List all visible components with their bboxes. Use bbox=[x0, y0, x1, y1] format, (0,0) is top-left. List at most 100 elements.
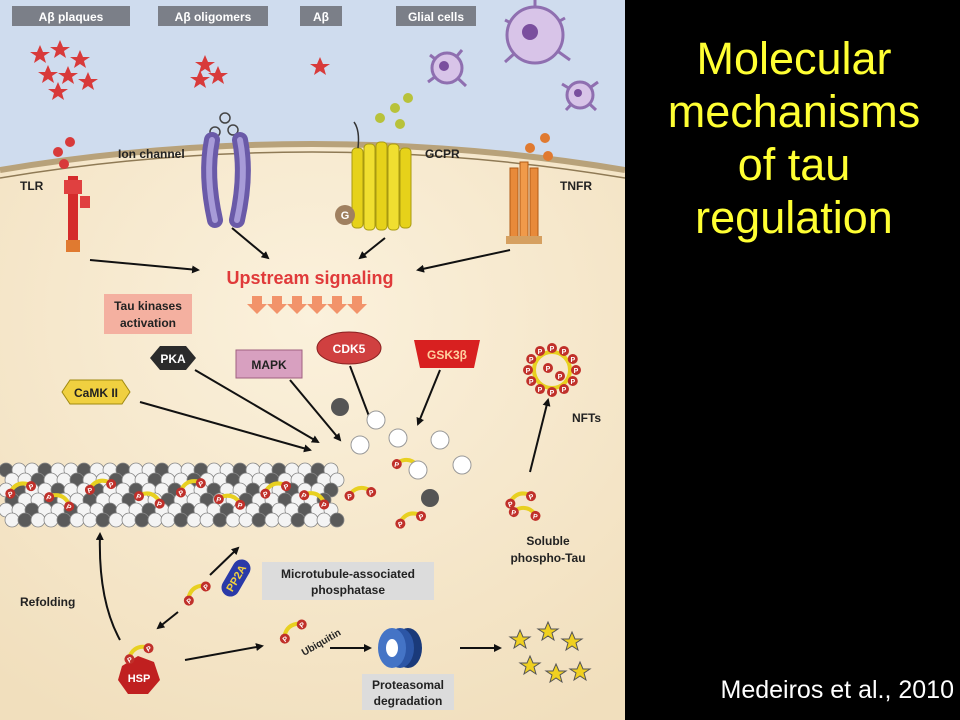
phospho-tau: PP bbox=[505, 491, 537, 509]
label-degradation: degradation bbox=[374, 694, 443, 708]
phosphatase-box bbox=[262, 562, 434, 600]
label-microtubule-associated: Microtubule-associated bbox=[281, 567, 415, 581]
label-mapk: MAPK bbox=[251, 358, 287, 372]
label-cdk5: CDK5 bbox=[333, 342, 366, 356]
label-hsp: HSP bbox=[128, 673, 151, 685]
phospho-label: P bbox=[178, 490, 185, 498]
label-activation: activation bbox=[120, 316, 176, 330]
phospho-label: P bbox=[546, 366, 551, 373]
phospho-label: P bbox=[507, 501, 514, 509]
label-proteasomal: Proteasomal bbox=[372, 678, 444, 692]
label-tlr: TLR bbox=[20, 179, 44, 193]
label-gcpr: GCPR bbox=[425, 147, 460, 161]
label-upstream-signaling: Upstream signaling bbox=[226, 268, 393, 288]
ubiquitinated-tau: PP bbox=[279, 619, 307, 644]
phospho-label: P bbox=[300, 492, 307, 500]
phospho-tau: PP bbox=[395, 511, 427, 529]
phospho-tau: PP bbox=[260, 481, 292, 499]
phospho-tau: PP bbox=[175, 478, 206, 498]
phospho-label: P bbox=[550, 390, 555, 397]
label-phosphatase: phosphatase bbox=[311, 583, 385, 597]
phospho-label: P bbox=[7, 491, 14, 499]
phospho-tau-pp2a: PP bbox=[183, 581, 211, 606]
ion-channel-icon bbox=[201, 112, 251, 228]
phospho-label: P bbox=[108, 481, 115, 489]
label-phospho-tau: phospho-Tau bbox=[510, 551, 585, 565]
phospho-label: P bbox=[237, 502, 244, 510]
title-line-2: mechanisms bbox=[667, 86, 921, 137]
phospho-label: P bbox=[156, 501, 163, 509]
phospho-label: P bbox=[529, 357, 534, 364]
phospho-label: P bbox=[45, 494, 52, 502]
phospho-label: P bbox=[65, 504, 72, 512]
phospho-label: P bbox=[562, 349, 567, 356]
legend-abeta-oligomers: Aβ oligomers bbox=[175, 10, 252, 24]
label-refolding: Refolding bbox=[20, 595, 75, 609]
phospho-label: P bbox=[282, 635, 290, 644]
camk2-icon bbox=[61, 379, 131, 405]
title-line-4: regulation bbox=[695, 192, 893, 243]
phospho-tau: PP bbox=[5, 481, 37, 499]
mapk-icon bbox=[235, 349, 303, 379]
phospho-label: P bbox=[203, 583, 211, 592]
abeta-oligomers-icon bbox=[190, 55, 228, 88]
pka-icon bbox=[150, 346, 196, 370]
phospho-label: P bbox=[369, 490, 375, 498]
abeta-plaques-icon bbox=[30, 40, 98, 100]
tau-kinases-box bbox=[104, 294, 192, 334]
phospho-label: P bbox=[529, 379, 534, 386]
phospho-label: P bbox=[299, 621, 307, 630]
phospho-label: P bbox=[87, 487, 94, 495]
phospho-label: P bbox=[394, 462, 400, 470]
phospho-tau: PP bbox=[213, 493, 246, 510]
phospho-label: P bbox=[262, 491, 269, 499]
label-camk2: CaMK II bbox=[74, 386, 118, 400]
phospho-tau: PP bbox=[124, 643, 154, 665]
phospho-tau: PP bbox=[44, 492, 75, 512]
legend-abeta: Aβ bbox=[313, 10, 329, 24]
tlr-receptor-icon bbox=[53, 137, 90, 252]
gsk3b-icon bbox=[414, 340, 480, 368]
label-pka: PKA bbox=[160, 352, 186, 366]
proteasomal-box bbox=[362, 674, 454, 710]
gcpr-receptor-icon bbox=[335, 93, 413, 231]
phospho-label: P bbox=[347, 493, 353, 501]
signal-cascade-arrows bbox=[247, 296, 367, 314]
phospho-tau: PP bbox=[133, 491, 165, 509]
legend-glial-cells: Glial cells bbox=[408, 10, 464, 24]
phospho-label: P bbox=[538, 387, 543, 394]
phospho-label: P bbox=[550, 346, 555, 353]
label-nfts: NFTs bbox=[572, 411, 601, 425]
phospho-label: P bbox=[186, 597, 194, 606]
phospho-label: P bbox=[558, 374, 563, 381]
phospho-tau: PP bbox=[279, 619, 307, 644]
label-tnfr: TNFR bbox=[560, 179, 592, 193]
phospho-label: P bbox=[526, 368, 531, 375]
tau-regulation-diagram: Aβ plaques Aβ oligomers Aβ Glial cells bbox=[0, 0, 625, 720]
phospho-label: P bbox=[574, 368, 579, 375]
cell-membrane bbox=[0, 141, 625, 173]
phospho-label: P bbox=[538, 349, 543, 356]
cdk5-icon bbox=[316, 331, 382, 365]
phospho-label: P bbox=[215, 497, 222, 505]
label-soluble: Soluble bbox=[526, 534, 570, 548]
label-tau-kinases: Tau kinases bbox=[114, 299, 182, 313]
abeta-monomer-icon bbox=[310, 57, 330, 75]
phospho-tau: PP bbox=[183, 581, 211, 606]
phospho-label: P bbox=[528, 493, 535, 501]
legend-abeta-plaques: Aβ plaques bbox=[39, 10, 104, 24]
phospho-label: P bbox=[397, 521, 404, 529]
citation: Medeiros et al., 2010 bbox=[720, 676, 954, 704]
title-line-3: of tau bbox=[737, 139, 851, 190]
phospho-label: P bbox=[198, 480, 205, 488]
label-gsk3b: GSK3β bbox=[427, 348, 467, 362]
phospho-label: P bbox=[283, 483, 290, 491]
title-line-1: Molecular bbox=[696, 33, 892, 84]
phospho-label: P bbox=[562, 387, 567, 394]
phospho-label: P bbox=[146, 645, 154, 654]
